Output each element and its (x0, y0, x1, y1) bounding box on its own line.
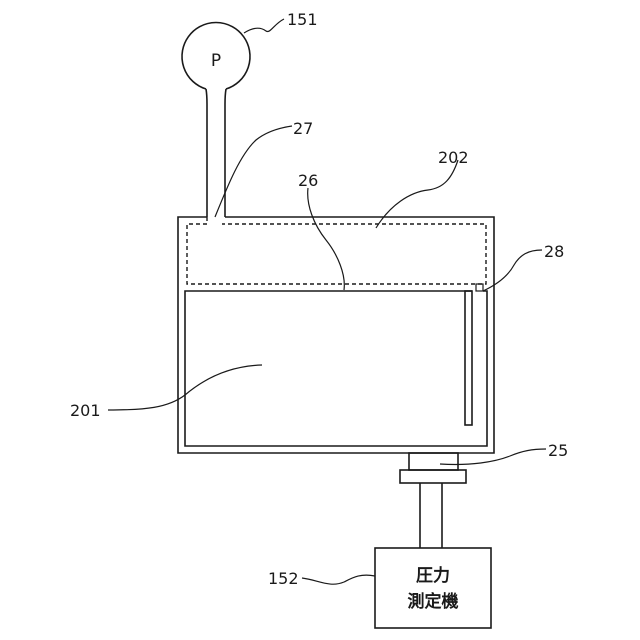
meter-pipe (420, 483, 442, 548)
upper-chamber (187, 217, 486, 284)
ref-201: 201 (70, 401, 101, 420)
leader-152 (302, 575, 375, 584)
pressure-meter-label-line1: 圧力 (375, 566, 491, 586)
ref-151: 151 (287, 10, 318, 29)
leader-26 (308, 188, 345, 290)
leader-lines (108, 19, 546, 584)
connector (400, 453, 466, 483)
leader-151 (244, 19, 284, 33)
tube-port (476, 284, 483, 291)
ref-28: 28 (544, 242, 564, 261)
leader-25 (440, 449, 546, 465)
lower-chamber (185, 284, 487, 446)
ref-27: 27 (293, 119, 313, 138)
vessel (178, 217, 494, 453)
pressure-meter-label-line2: 測定機 (375, 592, 491, 612)
ref-152: 152 (268, 569, 299, 588)
leader-28 (483, 250, 542, 291)
pressure-meter-box (375, 548, 491, 628)
leader-27 (215, 126, 292, 217)
vessel-outer-wall (178, 217, 494, 453)
pump-symbol: P (211, 51, 221, 71)
tube (465, 291, 472, 425)
ref-26: 26 (298, 171, 318, 190)
pump: P (182, 23, 250, 89)
ref-25: 25 (548, 441, 568, 460)
ref-202: 202 (438, 148, 469, 167)
